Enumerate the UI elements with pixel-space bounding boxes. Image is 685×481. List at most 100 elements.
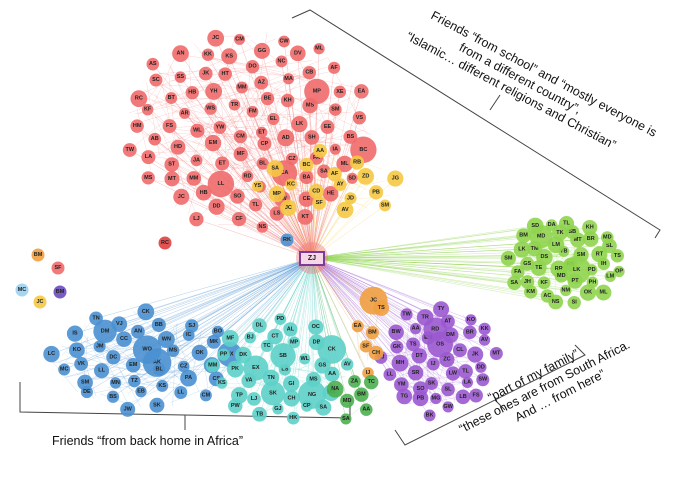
node-circle [152, 363, 166, 376]
node-label: VS [356, 115, 364, 121]
node-cyan: SK [260, 381, 286, 406]
node-label: KS [218, 380, 226, 386]
isolate-node: RK [280, 233, 294, 247]
node-circle [520, 256, 535, 271]
node-circle [149, 397, 165, 413]
node-label: SB [569, 229, 577, 235]
node-circle [343, 129, 358, 144]
node-lightgreen: BR [582, 231, 599, 247]
node-lightgreen: SM [573, 247, 589, 263]
edge [311, 257, 515, 284]
node-red: TW [122, 143, 137, 157]
edge [311, 205, 386, 259]
node-orange: CH [368, 345, 384, 361]
node-label: LL [217, 181, 224, 187]
node-circle [391, 354, 409, 372]
node-blue: TN [89, 311, 103, 326]
node-label: BM [34, 252, 43, 258]
edge [311, 257, 528, 265]
node-circle [340, 393, 355, 408]
top-right-bracket-tick [489, 94, 501, 111]
node-label: MA [284, 76, 293, 82]
node-label: GS [523, 261, 531, 267]
node-label: VJ [116, 321, 123, 327]
edge [230, 257, 313, 339]
edge [217, 257, 313, 332]
node-label: AA [362, 407, 370, 413]
node-lightgreen: SA [507, 275, 522, 290]
node-red: BS [343, 129, 358, 144]
node-yellow: YS [251, 180, 264, 192]
node-circle [260, 339, 274, 352]
node-circle [116, 331, 132, 348]
node-circle [233, 129, 248, 144]
node-label: ZA [351, 378, 358, 384]
node-label: MN [111, 380, 120, 386]
edge [288, 207, 313, 259]
node-circle [166, 344, 180, 357]
node-circle [369, 185, 384, 200]
node-label: MT [168, 176, 177, 182]
node-label: EL [270, 116, 278, 122]
node-lightgreen: PD [586, 264, 598, 276]
node-circle [478, 334, 491, 346]
node-label: SM [577, 252, 586, 258]
node-cyan: SB [270, 343, 296, 369]
node-circle [352, 111, 367, 125]
node-label: KC [287, 181, 295, 187]
edge [311, 158, 317, 259]
node-purple: KK [478, 322, 491, 336]
edge [259, 186, 313, 259]
node-yellow: KC [285, 178, 297, 191]
node-circle [308, 319, 324, 335]
node-circle [244, 331, 257, 344]
node-label: FS [473, 393, 480, 399]
node-label: KF [540, 280, 548, 286]
edge [188, 257, 313, 336]
node-red: MT [164, 171, 180, 187]
node-label: TE [535, 265, 542, 271]
node-circle [516, 228, 531, 243]
edge [85, 356, 106, 362]
node-circle [613, 265, 625, 278]
node-label: AN [177, 51, 185, 57]
node-red: ML [336, 155, 353, 173]
node-label: SF [316, 200, 324, 206]
node-label: SD [348, 175, 356, 181]
node-blue: SJ [185, 319, 199, 333]
node-label: LJ [251, 396, 257, 402]
node-label: SF [54, 265, 62, 271]
node-circle [256, 157, 269, 170]
edge [171, 129, 365, 183]
node-lightgreen: SI [567, 295, 581, 310]
node-lightgreen: TE [530, 260, 547, 276]
node-circle [476, 373, 490, 387]
node-circle [346, 172, 358, 184]
node-label: CF [235, 216, 243, 222]
edge [172, 257, 313, 351]
node-label: TK [556, 230, 563, 236]
node-label: SB [279, 353, 287, 359]
node-circle [141, 171, 155, 185]
node-red: LL [207, 170, 235, 198]
node-red: EL [267, 112, 280, 125]
node-label: ET [219, 161, 227, 167]
node-blue: MN [109, 377, 122, 389]
node-red: KT [297, 209, 314, 225]
node-label: LK [296, 121, 303, 127]
node-red: MM [186, 171, 202, 186]
node-red: SS [174, 71, 187, 83]
node-label: KF [144, 107, 152, 113]
edge [291, 257, 313, 399]
node-label: SA [320, 405, 328, 411]
node-circle [275, 55, 288, 68]
edge [311, 257, 401, 364]
node-yellow: AY [333, 178, 347, 191]
node-label: BS [109, 394, 117, 400]
node-yellow: AF [327, 167, 342, 182]
node-circle [207, 170, 235, 198]
edge [296, 154, 336, 200]
node-label: MM [208, 363, 218, 369]
node-label: SM [81, 379, 90, 385]
node-circle [252, 406, 267, 422]
